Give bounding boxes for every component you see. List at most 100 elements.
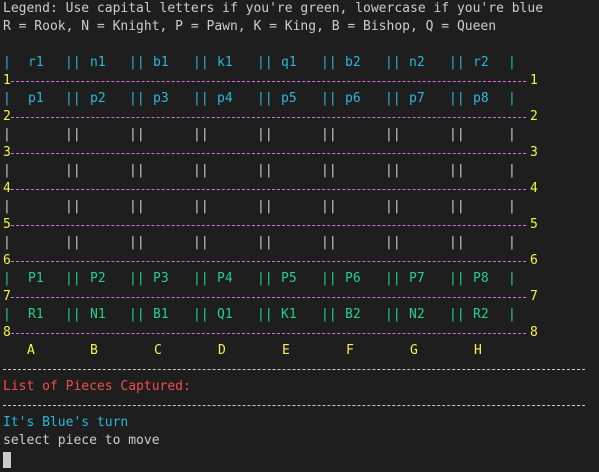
rank-label-right: 2 bbox=[530, 109, 538, 124]
board-cell-divider: || bbox=[65, 199, 81, 214]
board-cell-divider: || bbox=[193, 163, 209, 178]
board-right-border: | bbox=[508, 127, 516, 142]
board-cell-divider: || bbox=[449, 199, 465, 214]
board-cell-divider: || bbox=[129, 271, 145, 286]
board-piece: R1 bbox=[28, 307, 44, 322]
board-piece: p8 bbox=[473, 91, 489, 106]
board-cell-divider: || bbox=[385, 163, 401, 178]
board-cell-divider: || bbox=[193, 235, 209, 250]
terminal-cursor[interactable] bbox=[3, 452, 11, 468]
board-left-border: | bbox=[3, 307, 11, 322]
board-cell-divider: || bbox=[385, 271, 401, 286]
board-piece: p7 bbox=[409, 91, 425, 106]
rank-dashes bbox=[11, 81, 526, 82]
input-prompt: select piece to move bbox=[3, 433, 160, 448]
board-piece: P3 bbox=[153, 271, 169, 286]
separator-bottom bbox=[3, 405, 585, 406]
legend-line-2: R = Rook, N = Knight, P = Pawn, K = King… bbox=[3, 19, 497, 34]
rank-label-left: 1 bbox=[3, 73, 11, 88]
board-piece: N2 bbox=[409, 307, 425, 322]
board-cell-divider: || bbox=[449, 55, 465, 70]
file-label: G bbox=[410, 343, 418, 358]
rank-dashes bbox=[11, 333, 526, 334]
file-label: B bbox=[90, 343, 98, 358]
board-cell-divider: || bbox=[129, 91, 145, 106]
board-cell-divider: || bbox=[385, 55, 401, 70]
board-left-border: | bbox=[3, 163, 11, 178]
rank-dashes bbox=[11, 153, 526, 154]
board-cell-divider: || bbox=[65, 271, 81, 286]
board-piece: p3 bbox=[153, 91, 169, 106]
board-piece: r2 bbox=[473, 55, 489, 70]
rank-label-left: 8 bbox=[3, 325, 11, 340]
board-piece: k1 bbox=[217, 55, 233, 70]
board-cell-divider: || bbox=[193, 127, 209, 142]
rank-label-right: 4 bbox=[530, 181, 538, 196]
board-cell-divider: || bbox=[321, 199, 337, 214]
board-cell-divider: || bbox=[257, 235, 273, 250]
board-piece: R2 bbox=[473, 307, 489, 322]
file-label: H bbox=[474, 343, 482, 358]
rank-label-right: 5 bbox=[530, 217, 538, 232]
board-cell-divider: || bbox=[65, 91, 81, 106]
rank-label-right: 1 bbox=[530, 73, 538, 88]
board-left-border: | bbox=[3, 91, 11, 106]
board-cell-divider: || bbox=[321, 163, 337, 178]
rank-label-left: 6 bbox=[3, 253, 11, 268]
turn-status: It's Blue's turn bbox=[3, 415, 129, 430]
board-cell-divider: || bbox=[193, 271, 209, 286]
separator-top bbox=[3, 369, 585, 370]
board-cell-divider: || bbox=[129, 235, 145, 250]
file-label: C bbox=[154, 343, 162, 358]
board-cell-divider: || bbox=[321, 55, 337, 70]
board-cell-divider: || bbox=[129, 307, 145, 322]
rank-dashes bbox=[11, 225, 526, 226]
rank-label-left: 2 bbox=[3, 109, 11, 124]
board-cell-divider: || bbox=[321, 271, 337, 286]
board-cell-divider: || bbox=[129, 163, 145, 178]
board-piece: p6 bbox=[345, 91, 361, 106]
board-cell-divider: || bbox=[321, 91, 337, 106]
board-right-border: | bbox=[508, 271, 516, 286]
rank-dashes bbox=[11, 117, 526, 118]
board-cell-divider: || bbox=[257, 55, 273, 70]
board-cell-divider: || bbox=[385, 91, 401, 106]
board-cell-divider: || bbox=[385, 235, 401, 250]
board-piece: p5 bbox=[281, 91, 297, 106]
board-cell-divider: || bbox=[449, 307, 465, 322]
board-cell-divider: || bbox=[321, 127, 337, 142]
board-piece: p1 bbox=[28, 91, 44, 106]
board-cell-divider: || bbox=[129, 55, 145, 70]
board-piece: P4 bbox=[217, 271, 233, 286]
file-label: F bbox=[346, 343, 354, 358]
board-piece: P5 bbox=[281, 271, 297, 286]
board-cell-divider: || bbox=[449, 235, 465, 250]
board-right-border: | bbox=[508, 307, 516, 322]
board-cell-divider: || bbox=[385, 307, 401, 322]
board-cell-divider: || bbox=[65, 235, 81, 250]
captured-title: List of Pieces Captured: bbox=[3, 379, 191, 394]
board-cell-divider: || bbox=[385, 127, 401, 142]
board-cell-divider: || bbox=[65, 163, 81, 178]
board-cell-divider: || bbox=[257, 271, 273, 286]
rank-label-right: 7 bbox=[530, 289, 538, 304]
rank-label-left: 7 bbox=[3, 289, 11, 304]
board-cell-divider: || bbox=[321, 235, 337, 250]
board-left-border: | bbox=[3, 127, 11, 142]
legend-line-1: Legend: Use capital letters if you're gr… bbox=[3, 1, 544, 16]
board-cell-divider: || bbox=[257, 307, 273, 322]
board-piece: P8 bbox=[473, 271, 489, 286]
board-cell-divider: || bbox=[449, 163, 465, 178]
board-piece: b2 bbox=[345, 55, 361, 70]
board-piece: p2 bbox=[90, 91, 106, 106]
rank-dashes bbox=[11, 189, 526, 190]
board-right-border: | bbox=[508, 199, 516, 214]
board-piece: n1 bbox=[90, 55, 106, 70]
rank-label-right: 3 bbox=[530, 145, 538, 160]
